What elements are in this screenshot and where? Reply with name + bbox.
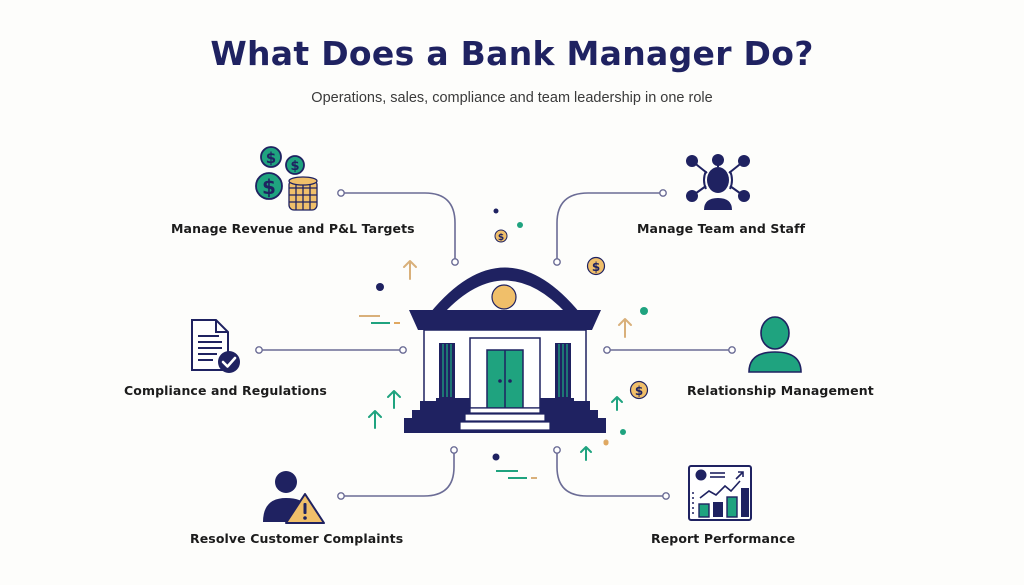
svg-text:$: $ — [498, 233, 504, 243]
svg-text:$: $ — [290, 159, 299, 174]
role-label-report: Report Performance — [651, 531, 796, 546]
connector-revenue — [341, 192, 456, 262]
page-title: What Does a Bank Manager Do? — [210, 34, 814, 73]
person-warning-icon — [262, 470, 326, 526]
connector-complaints — [341, 450, 455, 497]
connector-lines — [259, 192, 732, 497]
coin-decor: $ $ $ — [494, 229, 649, 400]
svg-text:$: $ — [266, 149, 276, 167]
bank-building-icon — [404, 267, 606, 433]
page-subtitle: Operations, sales, compliance and team l… — [311, 90, 713, 106]
svg-text:$: $ — [262, 175, 276, 199]
decorations: $ $ $ — [359, 208, 649, 479]
document-check-icon — [189, 318, 243, 376]
role-label-relationship: Relationship Management — [687, 383, 874, 398]
svg-text:$: $ — [592, 260, 600, 274]
performance-chart-icon — [687, 464, 753, 522]
money-coins-icon: $ $ $ — [250, 144, 322, 212]
role-label-revenue: Manage Revenue and P&L Targets — [171, 221, 415, 236]
role-label-compliance: Compliance and Regulations — [124, 383, 327, 398]
team-network-icon — [683, 153, 753, 211]
svg-text:$: $ — [635, 384, 643, 398]
connector-team — [556, 192, 663, 262]
connector-endpoints — [255, 189, 736, 500]
connector-report — [556, 450, 666, 497]
person-icon — [747, 316, 803, 374]
role-label-team: Manage Team and Staff — [637, 221, 806, 236]
role-label-complaints: Resolve Customer Complaints — [190, 531, 404, 546]
